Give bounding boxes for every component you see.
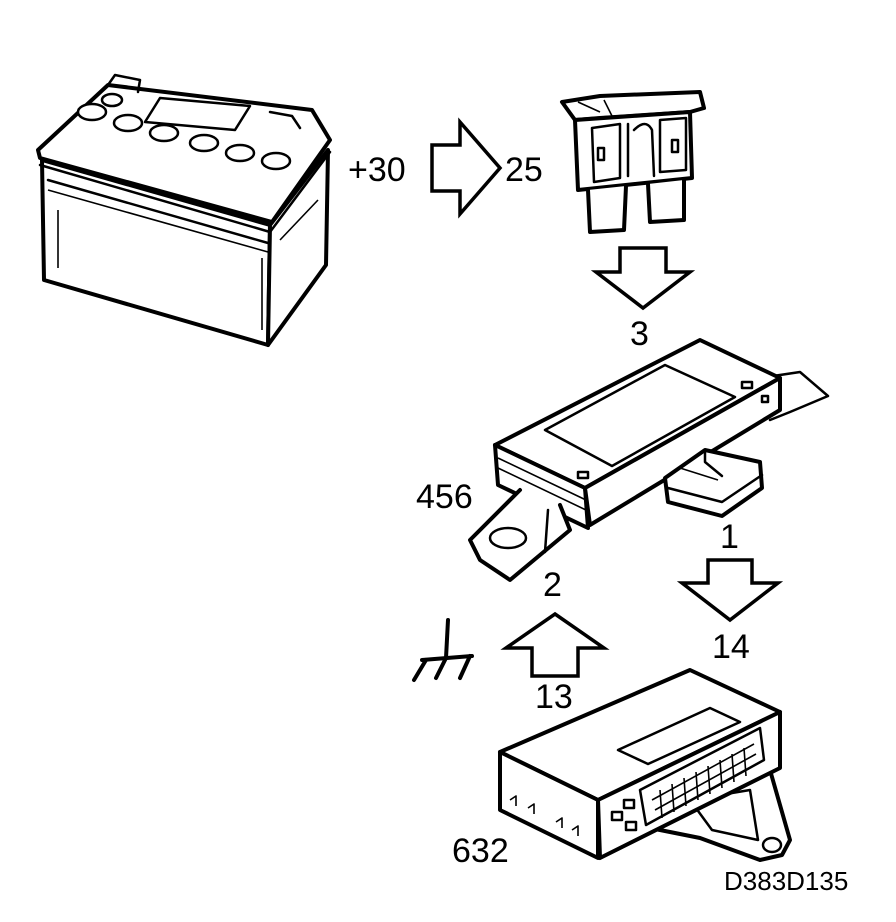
module-456-id-label: 456 [416,478,473,516]
battery-terminal-label: +30 [348,151,406,189]
pin-signal-label: 1 [720,518,739,556]
battery-cell-caps [76,92,292,171]
module-632-id-label: 632 [452,832,509,870]
module-632-input-label: 14 [712,628,750,666]
ground-symbol [412,618,474,682]
fuse [560,90,706,234]
battery [36,73,332,347]
pin-ground-label: 2 [543,566,562,604]
fuse-number-label: 25 [505,151,543,189]
module-456 [468,338,830,582]
ground-pin-label: 13 [535,678,573,716]
arrow-fuse-to-module-456 [590,246,696,311]
arrow-ground-to-module-456 [500,611,610,678]
arrow-module-456-to-module-632 [676,558,784,623]
module-632 [498,668,792,862]
arrow-battery-to-fuse [430,117,503,219]
pin-power-label: 3 [630,315,649,353]
drawing-code-label: D383D135 [724,866,848,896]
